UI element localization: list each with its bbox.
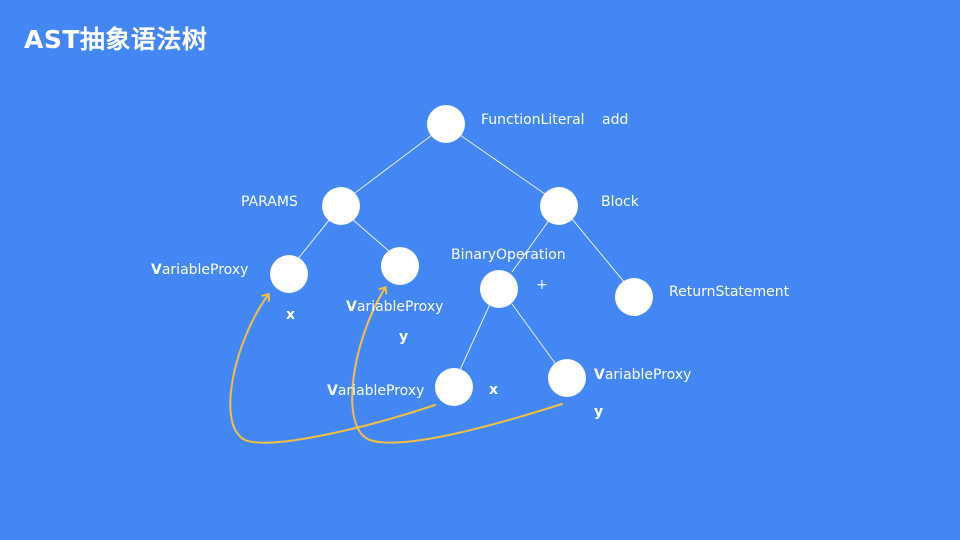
label-binary-operation: BinaryOperation bbox=[451, 247, 566, 263]
node-operand-x bbox=[435, 368, 473, 406]
label-params: PARAMS bbox=[241, 194, 298, 210]
label-return-statement: ReturnStatement bbox=[669, 284, 790, 300]
slide-title: AST抽象语法树 bbox=[24, 25, 208, 54]
node-binary-operation bbox=[480, 270, 518, 308]
edge-block-return bbox=[571, 218, 626, 284]
label-block: Block bbox=[601, 194, 640, 210]
label-function-name: add bbox=[602, 112, 628, 128]
node-param-y bbox=[381, 247, 419, 285]
node-return-statement bbox=[615, 278, 653, 316]
label-operand-y-value: y bbox=[594, 404, 603, 420]
node-block bbox=[540, 187, 578, 225]
label-param-y-value: y bbox=[399, 329, 408, 345]
edge-block-binary bbox=[511, 218, 551, 273]
edge-root-block bbox=[459, 134, 546, 195]
label-operand-y: VariableProxy bbox=[594, 367, 691, 383]
reference-arrow-y bbox=[351, 288, 563, 444]
label-binary-operator: + bbox=[536, 277, 548, 293]
node-params bbox=[322, 187, 360, 225]
node-function-literal bbox=[427, 105, 465, 143]
label-operand-x: VariableProxy bbox=[327, 383, 424, 399]
label-function-literal: FunctionLiteral bbox=[481, 112, 585, 128]
node-operand-y bbox=[548, 359, 586, 397]
edge-params-x bbox=[296, 218, 331, 261]
label-param-x: VariableProxy bbox=[151, 262, 248, 278]
edge-root-params bbox=[354, 134, 433, 194]
reference-arrow-x bbox=[229, 295, 436, 444]
edge-binary-x bbox=[459, 303, 491, 371]
label-operand-x-value: x bbox=[489, 382, 498, 398]
node-param-x bbox=[270, 255, 308, 293]
label-param-y: VariableProxy bbox=[346, 299, 443, 315]
edge-params-y bbox=[351, 218, 391, 253]
edge-binary-y bbox=[511, 303, 556, 364]
label-param-x-value: x bbox=[286, 307, 295, 323]
